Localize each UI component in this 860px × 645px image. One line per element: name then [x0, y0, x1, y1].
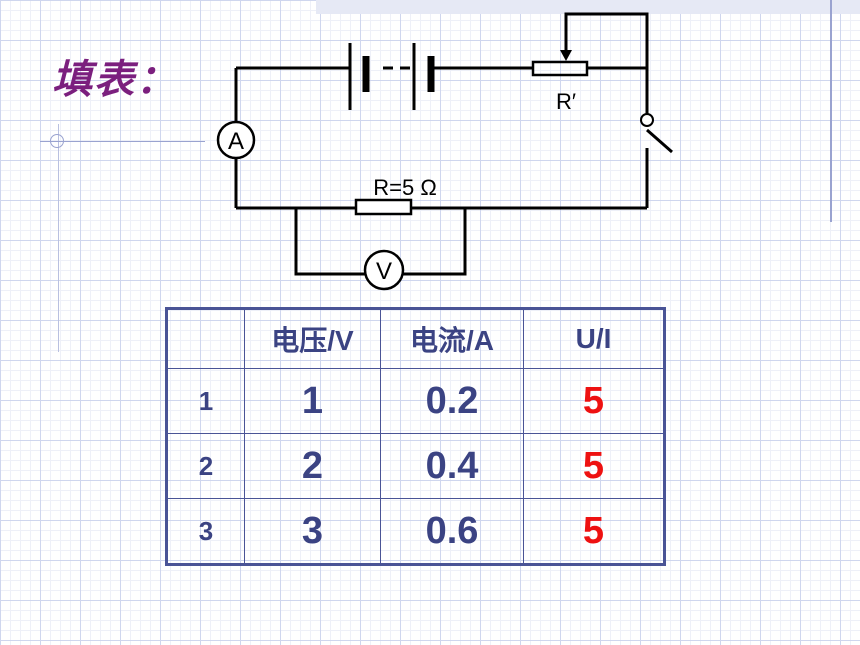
ratio-cell: 5	[523, 368, 665, 434]
table-row: 1 1 0.2 5	[166, 368, 665, 434]
voltage-cell: 2	[244, 433, 381, 499]
left-decor-hline	[40, 141, 205, 142]
circuit-diagram: A V R=5 Ω R′	[216, 12, 673, 291]
voltmeter-label: V	[376, 258, 392, 285]
right-decor-line	[830, 0, 832, 222]
current-cell: 0.6	[380, 498, 524, 565]
ammeter-icon	[216, 120, 256, 160]
row-index-cell: 1	[166, 368, 245, 434]
header-cell-current: 电流/A	[380, 308, 524, 369]
row-index-cell: 2	[166, 433, 245, 499]
table-header-row: 电压/V 电流/A U/I	[166, 308, 665, 369]
top-decor-band	[316, 0, 860, 14]
voltmeter-icon	[363, 249, 405, 291]
current-cell: 0.4	[380, 433, 524, 499]
header-cell-blank	[166, 308, 245, 369]
voltage-cell: 1	[244, 368, 381, 434]
voltage-cell: 3	[244, 498, 381, 565]
ratio-cell: 5	[523, 498, 665, 565]
table-row: 3 3 0.6 5	[166, 498, 665, 565]
resistor-label: R=5 Ω	[373, 175, 437, 200]
ammeter-label: A	[228, 128, 244, 155]
data-table: 电压/V 电流/A U/I 1 1 0.2 5 2 2 0.4 5 3 3 0.…	[165, 307, 666, 566]
rheostat-label: R′	[556, 89, 576, 114]
header-cell-voltage: 电压/V	[244, 308, 381, 369]
page-title: 填表：	[52, 57, 178, 103]
ratio-cell: 5	[523, 433, 665, 499]
row-index-cell: 3	[166, 498, 245, 565]
table-row: 2 2 0.4 5	[166, 433, 665, 499]
left-decor-vline	[58, 124, 59, 352]
header-cell-ratio: U/I	[523, 308, 665, 369]
current-cell: 0.2	[380, 368, 524, 434]
bullet-circle-icon	[50, 134, 64, 148]
